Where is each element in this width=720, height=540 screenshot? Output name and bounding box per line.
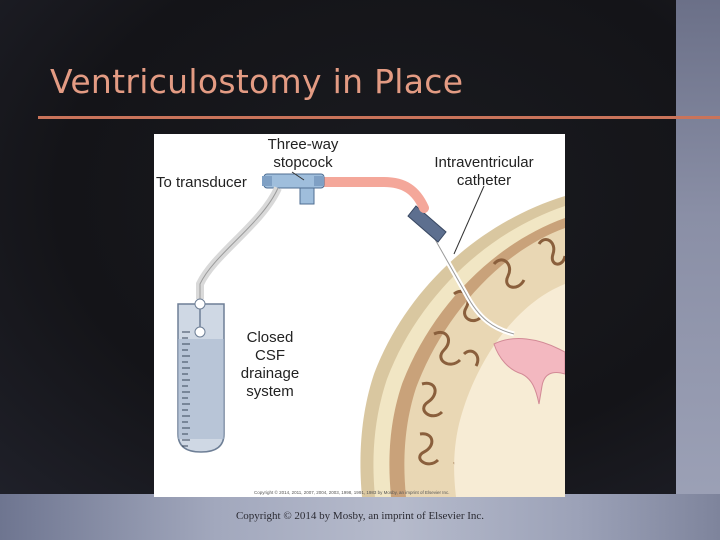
catheter-hub bbox=[407, 205, 447, 243]
label-stopcock-2: stopcock bbox=[273, 154, 333, 171]
illustration-drawing: Three-way stopcock To transducer Intrave… bbox=[156, 136, 565, 497]
drainage-tubing bbox=[317, 177, 429, 213]
label-stopcock-1: Three-way bbox=[268, 136, 339, 153]
label-drainage-4: system bbox=[246, 383, 294, 400]
tubing-to-bag bbox=[196, 186, 282, 299]
label-drainage-3: drainage bbox=[241, 365, 299, 382]
label-catheter-1: Intraventricular bbox=[434, 154, 533, 171]
label-drainage-2: CSF bbox=[255, 347, 285, 364]
slide-copyright: Copyright © 2014 by Mosby, an imprint of… bbox=[235, 510, 485, 522]
catheter-leader-line bbox=[453, 185, 485, 255]
bottom-accent-band bbox=[0, 494, 720, 540]
label-transducer: To transducer bbox=[156, 174, 247, 191]
figure-fine-print: Copyright © 2014, 2011, 2007, 2004, 2003… bbox=[254, 489, 450, 495]
title-divider bbox=[38, 116, 720, 119]
stopcock-leader-line bbox=[291, 171, 305, 181]
chamber-scale bbox=[182, 331, 190, 447]
label-drainage-1: Closed bbox=[247, 329, 294, 346]
slide-title: Ventriculostomy in Place bbox=[50, 62, 464, 101]
ventriculostomy-illustration: Three-way stopcock To transducer Intrave… bbox=[154, 134, 565, 497]
right-accent-band bbox=[676, 0, 720, 540]
ventricle bbox=[493, 338, 565, 405]
label-catheter-2: catheter bbox=[457, 172, 511, 189]
white-matter bbox=[454, 284, 565, 497]
